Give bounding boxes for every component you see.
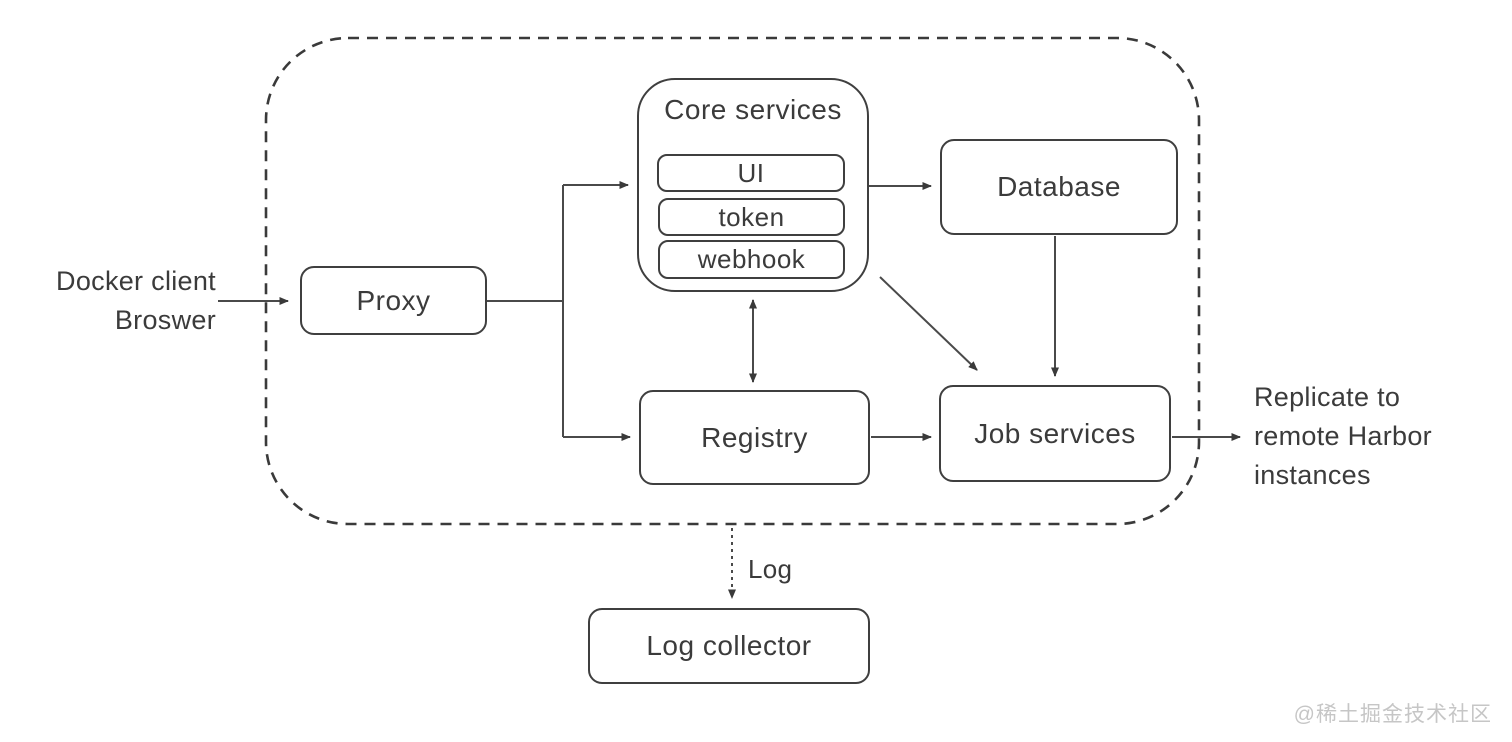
node-token: token <box>658 198 845 236</box>
system-boundary-dashed <box>264 36 1201 526</box>
docker-client-line2: Broswer <box>114 305 216 336</box>
arrow-core-to-job-services <box>879 276 978 371</box>
core-services-title: Core services <box>664 94 842 125</box>
replicate-label: Replicate to remote Harbor instances <box>1254 378 1490 495</box>
docker-client-line1: Docker client <box>56 266 216 296</box>
log-arrow-label: Log <box>748 554 793 584</box>
node-webhook: webhook <box>658 240 845 279</box>
log-collector-label: Log collector <box>646 630 812 661</box>
job-services-label: Job services <box>974 417 1136 449</box>
proxy-label: Proxy <box>356 284 431 316</box>
node-core-services: Core services UI token webhook <box>637 78 869 292</box>
watermark: @稀土掘金技术社区 <box>1293 703 1492 726</box>
docker-client-label: Docker client Broswer <box>20 262 216 340</box>
token-label: token <box>718 201 785 232</box>
replicate-line3: instances <box>1254 460 1371 491</box>
registry-label: Registry <box>701 421 808 453</box>
node-log-collector: Log collector <box>588 608 870 684</box>
node-registry: Registry <box>639 390 870 485</box>
node-ui: UI <box>657 154 845 192</box>
replicate-line2: remote Harbor <box>1254 421 1432 452</box>
node-database: Database <box>940 139 1178 235</box>
webhook-label: webhook <box>697 244 806 274</box>
node-proxy: Proxy <box>300 266 487 335</box>
database-label: Database <box>997 171 1121 202</box>
node-job-services: Job services <box>939 385 1171 482</box>
replicate-line1: Replicate to <box>1254 382 1401 412</box>
ui-label: UI <box>737 157 765 188</box>
